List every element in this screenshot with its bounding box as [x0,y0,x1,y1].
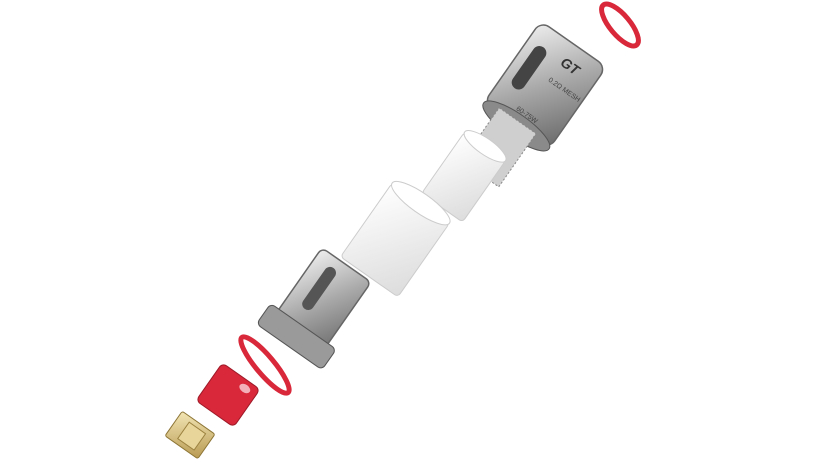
cotton-wick-large [341,180,451,296]
cotton-wick-small [422,130,507,222]
top-o-ring [599,1,641,49]
red-insulator [197,364,259,426]
gold-contact-pin [165,411,215,459]
bottom-o-ring [238,334,292,396]
bottom-metal-housing [257,249,370,369]
top-metal-cap: GT 0.2Ω MESH 60-75W [482,24,604,152]
